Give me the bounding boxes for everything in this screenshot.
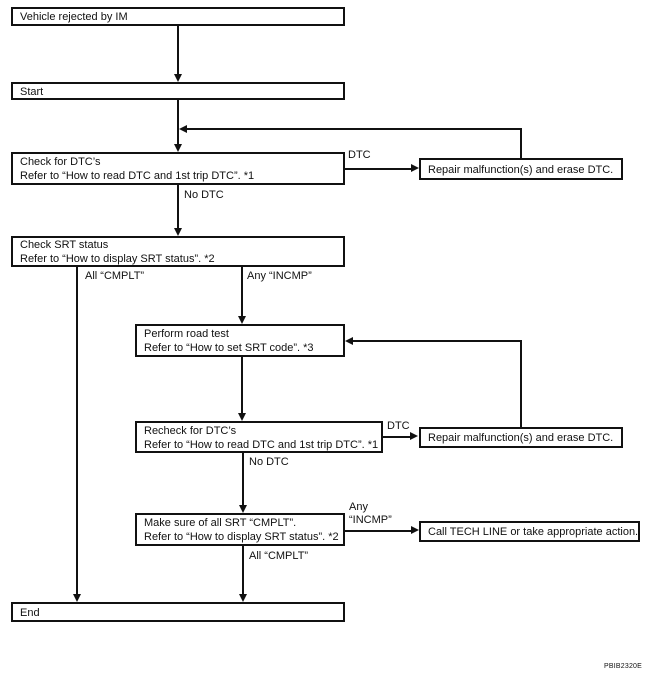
node-check-dtc-line2: Refer to “How to read DTC and 1st trip D…: [20, 170, 255, 182]
node-repair-1-label: Repair malfunction(s) and erase DTC.: [428, 163, 614, 176]
arrowhead-repair1-merge: [179, 125, 187, 133]
node-check-srt-line2: Refer to “How to display SRT status”. *2: [20, 253, 215, 265]
arrowhead-into-repair1: [411, 164, 419, 172]
arrowhead-into-end-right: [239, 594, 247, 602]
edge-label-dtc2: DTC: [387, 420, 410, 432]
edge-label-all-cmplt1: All “CMPLT”: [85, 270, 145, 282]
node-repair-2: Repair malfunction(s) and erase DTC.: [419, 427, 623, 448]
arrowhead-into-checkdtc: [174, 144, 182, 152]
node-repair-2-label: Repair malfunction(s) and erase DTC.: [428, 432, 614, 444]
edge-label-dtc1: DTC: [348, 149, 371, 161]
node-call-tech-label: Call TECH LINE or take appropriate actio…: [428, 526, 639, 538]
node-vehicle-rejected: Vehicle rejected by IM: [11, 7, 345, 26]
node-start-label: Start: [20, 85, 44, 98]
connector-any-incmp2: [345, 530, 412, 532]
edge-label-any2-line2: “INCMP”: [349, 514, 392, 526]
node-end: End: [11, 602, 345, 622]
connector-allcmplt-end: [76, 267, 78, 595]
arrowhead-into-repair2: [410, 432, 418, 440]
node-call-tech-line: Call TECH LINE or take appropriate actio…: [419, 521, 640, 542]
node-make-sure-line1: Make sure of all SRT “CMPLT”.: [144, 517, 297, 529]
node-road-test: Perform road test Refer to “How to set S…: [135, 324, 345, 357]
node-vehicle-rejected-label: Vehicle rejected by IM: [20, 11, 128, 23]
arrowhead-into-roadtest: [238, 316, 246, 324]
connector-dtc2: [383, 436, 411, 438]
edge-label-all-cmplt2: All “CMPLT”: [249, 550, 309, 562]
node-check-srt-line1: Check SRT status: [20, 239, 109, 251]
node-road-test-line1: Perform road test: [144, 328, 229, 340]
edge-label-no-dtc1: No DTC: [184, 189, 224, 201]
connector-vehicle-start: [177, 26, 179, 75]
arrowhead-into-checksrt: [174, 228, 182, 236]
arrowhead-into-start: [174, 74, 182, 82]
connector-makesure-end: [242, 546, 244, 595]
connector-dtc1: [345, 168, 412, 170]
node-check-dtc: Check for DTC’s Refer to “How to read DT…: [11, 152, 345, 185]
figure-code: PBIB2320E: [604, 663, 642, 670]
arrowhead-into-calltech: [411, 526, 419, 534]
connector-checkdtc-checksrt: [177, 185, 179, 229]
edge-label-any-incmp1: Any “INCMP”: [247, 270, 312, 282]
node-road-test-line2: Refer to “How to set SRT code”. *3: [144, 342, 314, 354]
node-repair-1: Repair malfunction(s) and erase DTC.: [419, 158, 623, 180]
node-recheck-dtc-line2: Refer to “How to read DTC and 1st trip D…: [144, 438, 379, 451]
connector-repair1-up: [520, 128, 522, 158]
node-check-srt: Check SRT status Refer to “How to displa…: [11, 236, 345, 267]
arrowhead-into-recheck: [238, 413, 246, 421]
arrowhead-into-makesure: [239, 505, 247, 513]
edge-label-no-dtc2: No DTC: [249, 456, 289, 468]
edge-label-any2-line1: Any: [349, 501, 368, 513]
connector-checksrt-roadtest: [241, 267, 243, 317]
connector-recheck-makesure: [242, 453, 244, 506]
connector-repair2-left: [353, 340, 522, 342]
node-start: Start: [11, 82, 345, 100]
node-end-label: End: [20, 606, 40, 619]
connector-roadtest-recheck: [241, 357, 243, 414]
node-make-sure-srt: Make sure of all SRT “CMPLT”. Refer to “…: [135, 513, 345, 546]
node-recheck-dtc: Recheck for DTC’s Refer to “How to read …: [135, 421, 383, 453]
node-check-dtc-line1: Check for DTC’s: [20, 156, 101, 168]
node-make-sure-line2: Refer to “How to display SRT status”. *2: [144, 531, 339, 543]
arrowhead-into-roadtest-right: [345, 337, 353, 345]
connector-repair1-left: [187, 128, 522, 130]
connector-repair2-up: [520, 341, 522, 427]
connector-start-checkdtc: [177, 100, 179, 145]
node-recheck-dtc-line1: Recheck for DTC’s: [144, 424, 237, 437]
arrowhead-into-end-left: [73, 594, 81, 602]
